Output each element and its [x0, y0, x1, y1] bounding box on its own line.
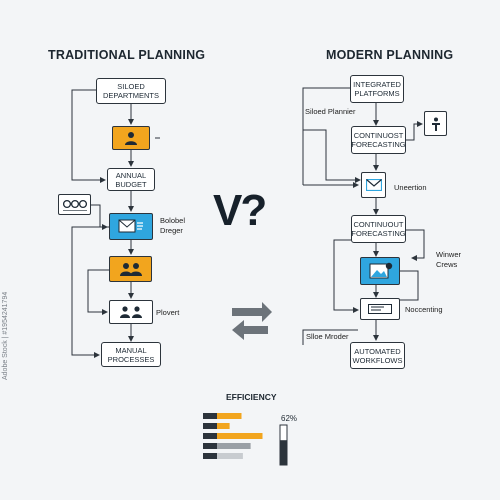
- collaboration-label: Plovert: [156, 308, 180, 317]
- siloed-planner-label: Siloed Plannier: [305, 107, 356, 116]
- efficiency-bar-stub: [203, 443, 217, 449]
- noccenting-label: Noccenting: [405, 305, 443, 314]
- collaboration-tile: [109, 300, 153, 324]
- integrated-platforms-box: INTEGRATED PLATFORMS: [350, 75, 404, 103]
- swap-arrows-icon: [232, 302, 272, 340]
- efficiency-bar: [217, 413, 242, 419]
- image-icon: [369, 262, 393, 279]
- continuous-forecasting-box-1: CONTINUOST FORECASTING: [351, 126, 406, 154]
- efficiency-bar-stub: [203, 423, 217, 429]
- group-tile: [109, 256, 152, 282]
- efficiency-bar: [217, 433, 263, 439]
- winner-crews-label: Winwer Crews: [436, 250, 462, 269]
- modern-planning-title: MODERN PLANNING: [326, 48, 454, 62]
- email-tile: [109, 213, 153, 240]
- siloed-departments-box: SILOED DEPARTMENTS: [96, 78, 166, 104]
- efficiency-level-fill: [280, 440, 287, 465]
- mail-icon: [365, 179, 382, 191]
- efficiency-bar-stub: [203, 453, 217, 459]
- efficiency-title: EFFICIENCY: [226, 392, 277, 402]
- efficiency-bars: [203, 413, 263, 459]
- document-lines-icon: [368, 304, 392, 314]
- mail-label: Uneertion: [394, 183, 427, 192]
- versus-label: V?: [213, 186, 267, 235]
- mail-tile: [361, 172, 386, 198]
- person-icon: [125, 132, 137, 145]
- traditional-planning-title: TRADITIONAL PLANNING: [48, 48, 206, 62]
- group-icon: [119, 263, 142, 276]
- annual-budget-box: ANNUAL BUDGET: [107, 168, 155, 191]
- efficiency-bar-stub: [203, 413, 217, 419]
- team-tile: [58, 194, 91, 215]
- continuous-forecasting-box-2: CONTINUOUT FORECASTING: [351, 215, 406, 243]
- collaboration-icon: [120, 306, 142, 318]
- silce-mroder-label: Slloe Mroder: [306, 332, 349, 341]
- image-upload-tile: [360, 257, 400, 285]
- efficiency-bar-stub: [203, 433, 217, 439]
- email-tile-label: Bolobel Dreger: [160, 216, 186, 235]
- document-tile: [360, 298, 400, 320]
- watermark-text: Adobe Stock | #1954241794: [2, 291, 9, 380]
- manual-processes-box: MANUAL PROCESSES: [101, 342, 161, 367]
- person-info-icon: [431, 117, 440, 131]
- efficiency-percent: 62%: [281, 414, 298, 423]
- info-tile: [424, 111, 447, 136]
- email-icon: [118, 219, 143, 232]
- efficiency-bar: [217, 443, 251, 449]
- person-tile: [112, 126, 150, 150]
- efficiency-bar: [217, 453, 243, 459]
- efficiency-bar: [217, 423, 230, 429]
- team-icon: [62, 199, 87, 211]
- automated-workflows-box: AUTOMATED WORKFLOWS: [350, 342, 405, 369]
